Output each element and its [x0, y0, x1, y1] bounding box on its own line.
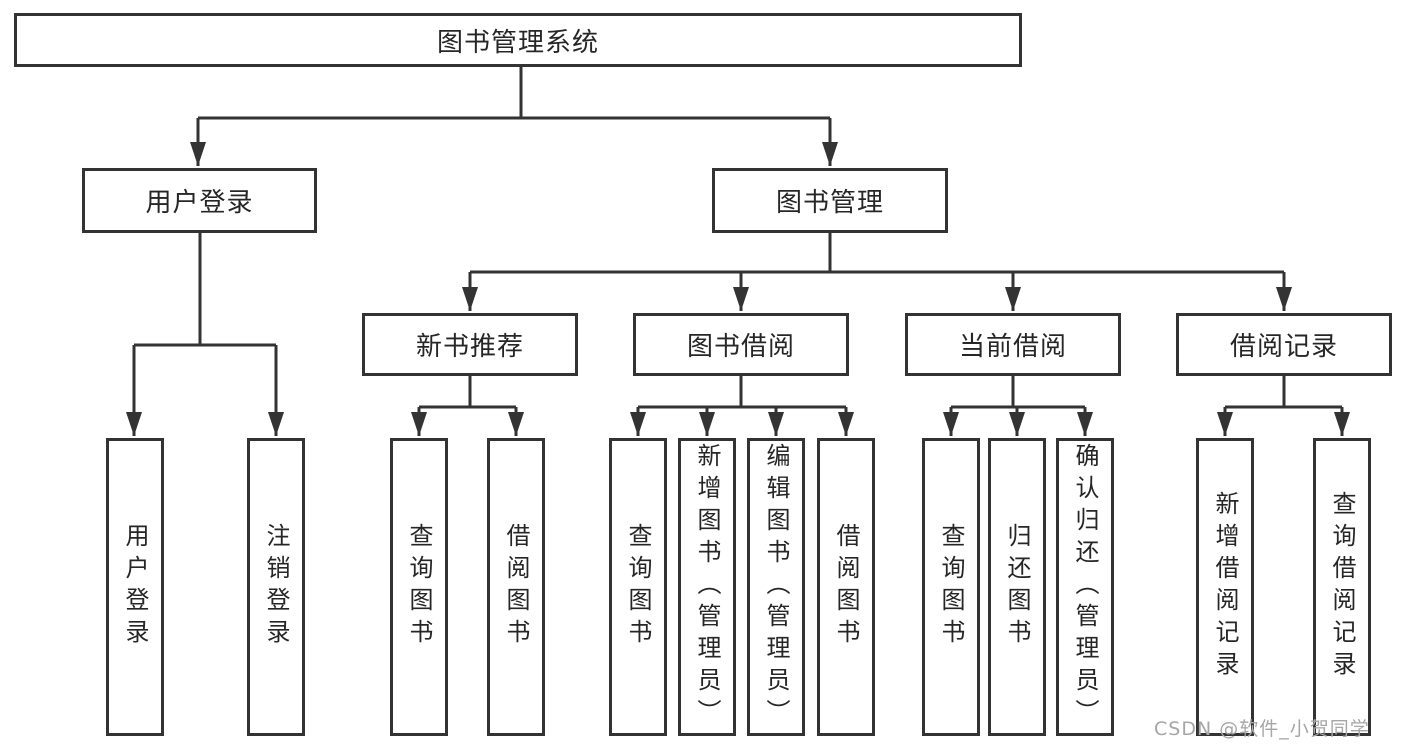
leaf-recommend-query-books: 查询图书: [390, 438, 448, 736]
leaf-borrowing-edit-books-admin: 编辑图书（管理员）: [747, 438, 805, 736]
node-label: 用户登录: [145, 188, 254, 218]
leaf-recommend-borrow-books: 借阅图书: [487, 438, 545, 736]
leaf-current-confirm-return-admin: 确认归还（管理员）: [1056, 438, 1114, 736]
node-label: 当前借阅: [958, 332, 1067, 362]
node-library-management-system: 图书管理系统: [14, 13, 1022, 67]
leaf-label: 确认归还（管理员）: [1071, 443, 1099, 731]
leaf-label: 新增借阅记录: [1211, 491, 1239, 683]
node-label: 图书管理: [775, 188, 884, 218]
leaf-current-return-books: 归还图书: [988, 438, 1046, 736]
leaf-records-add-borrow-record: 新增借阅记录: [1196, 438, 1254, 736]
leaf-logout: 注销登录: [247, 438, 305, 736]
node-borrow-records: 借阅记录: [1176, 313, 1392, 376]
leaf-current-query-books: 查询图书: [922, 438, 980, 736]
node-user-login: 用户登录: [82, 168, 317, 233]
leaf-label: 用户登录: [121, 523, 149, 651]
node-new-book-recommend: 新书推荐: [362, 313, 578, 376]
node-book-borrowing: 图书借阅: [633, 313, 849, 376]
node-label: 新书推荐: [415, 332, 524, 362]
leaf-records-query-borrow-record: 查询借阅记录: [1313, 438, 1371, 736]
node-book-management: 图书管理: [712, 168, 948, 233]
leaf-label: 编辑图书（管理员）: [762, 443, 790, 731]
leaf-borrowing-borrow-books: 借阅图书: [817, 438, 875, 736]
leaf-label: 归还图书: [1003, 523, 1031, 651]
leaf-user-login: 用户登录: [106, 438, 164, 736]
node-label: 图书借阅: [686, 332, 795, 362]
leaf-label: 新增图书（管理员）: [693, 443, 721, 731]
leaf-label: 查询借阅记录: [1328, 491, 1356, 683]
leaf-borrowing-query-books: 查询图书: [609, 438, 667, 736]
node-label: 图书管理系统: [436, 27, 599, 58]
watermark: CSDN @软件_小贺同学: [1154, 718, 1370, 740]
leaf-label: 查询图书: [405, 523, 433, 651]
leaf-label: 查询图书: [937, 523, 965, 651]
node-current-borrowing: 当前借阅: [905, 313, 1121, 376]
leaf-label: 借阅图书: [832, 523, 860, 651]
leaf-label: 查询图书: [624, 523, 652, 651]
leaf-label: 借阅图书: [502, 523, 530, 651]
leaf-label: 注销登录: [262, 523, 290, 651]
node-label: 借阅记录: [1229, 332, 1338, 362]
leaf-borrowing-add-books-admin: 新增图书（管理员）: [678, 438, 736, 736]
